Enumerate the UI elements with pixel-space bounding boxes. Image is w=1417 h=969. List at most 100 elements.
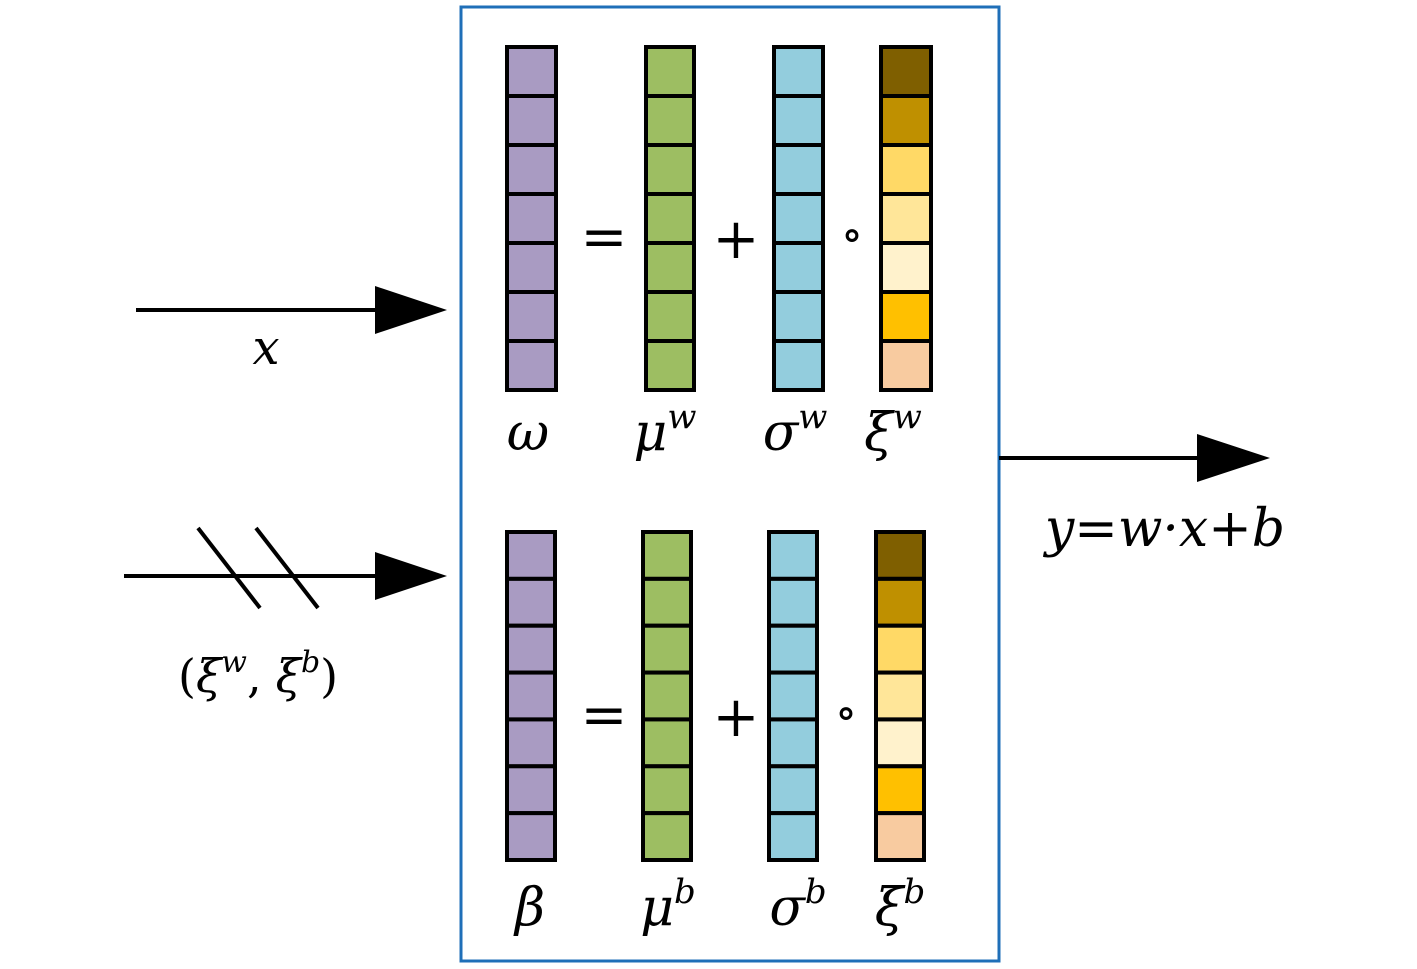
noise-vector-cell — [879, 192, 933, 245]
noise-vector-cell — [874, 811, 926, 863]
weight-vector-cell — [505, 45, 558, 98]
superscript: w — [798, 397, 827, 437]
break-slash-icon-1 — [196, 526, 262, 610]
weight-vector-label: β — [513, 878, 545, 938]
mean-vector-cell — [644, 94, 696, 147]
superscript: w — [893, 397, 922, 437]
output-label: y=w·x+b — [1043, 499, 1285, 559]
mean-vector-cell — [641, 764, 693, 816]
std-vector-cell — [767, 717, 819, 769]
bias-row: β μb σb ξb = + ∘ — [505, 530, 926, 938]
equals-operator: = — [581, 683, 628, 748]
std-vector-cell — [772, 45, 825, 98]
mean-vector-cell — [641, 670, 693, 722]
xi-w-symbol: ξ — [196, 649, 224, 703]
mean-vector-label: μb — [640, 872, 696, 938]
mean-vector-cell — [641, 623, 693, 675]
weight-vector-cell — [505, 623, 557, 675]
noise-vector-cell — [879, 241, 933, 294]
weight-vector-cell — [505, 764, 557, 816]
symbol: μ — [634, 403, 668, 463]
output-arrowhead-icon — [1197, 434, 1270, 482]
hadamard-operator: ∘ — [841, 207, 864, 261]
input-x-arrow — [136, 286, 447, 334]
input-noise-arrowhead-icon — [375, 552, 447, 600]
mean-vector-label: μw — [634, 397, 697, 463]
xi-b-column: ξb — [874, 530, 926, 938]
superscript: b — [903, 872, 925, 912]
noise-vector-label: ξb — [875, 872, 925, 938]
noise-vector-cell — [879, 143, 933, 196]
noise-vector-cell — [874, 764, 926, 816]
std-vector-cell — [767, 623, 819, 675]
input-x-arrowhead-icon — [375, 286, 447, 334]
noise-vector-cell — [874, 530, 926, 581]
weight-vector-cell — [505, 290, 558, 343]
plus-operator: + — [713, 207, 760, 272]
std-vector-label: σb — [769, 872, 826, 938]
mean-vector-cell — [644, 339, 696, 392]
weight-vector-cell — [505, 670, 557, 722]
noise-vector-cell — [879, 339, 933, 392]
noise-vector-cell — [874, 623, 926, 675]
weight-row: ω μw σw ξw = + ∘ — [505, 45, 933, 463]
mu-w-column: μw — [634, 45, 697, 463]
superscript: b — [674, 872, 696, 912]
superscript: w — [667, 397, 696, 437]
xi-b-symbol: ξ — [276, 649, 304, 703]
input-x-label: x — [252, 320, 279, 376]
mean-vector-cell — [644, 45, 696, 98]
weight-vector-cell — [505, 192, 558, 245]
weight-vector-cell — [505, 576, 557, 628]
paren-close: ) — [320, 649, 338, 703]
mean-vector-cell — [641, 811, 693, 863]
std-vector-label: σw — [763, 397, 828, 463]
noise-vector-cell — [874, 576, 926, 628]
std-vector-cell — [772, 241, 825, 294]
symbol: σ — [763, 403, 800, 463]
noise-vector-cell — [879, 290, 933, 343]
input-noise-label: (ξw,ξb) — [178, 645, 338, 703]
beta-column: β — [505, 530, 557, 938]
sigma-w-column: σw — [763, 45, 828, 463]
std-vector-cell — [772, 192, 825, 245]
weight-vector-cell — [505, 717, 557, 769]
hadamard-operator: ∘ — [835, 685, 858, 739]
symbol: μ — [640, 878, 674, 938]
weight-vector-cell — [505, 241, 558, 294]
noise-vector-cell — [874, 717, 926, 769]
xi-b-superscript: b — [301, 645, 320, 680]
layer-frame — [459, 5, 1001, 963]
std-vector-cell — [772, 143, 825, 196]
xi-w-column: ξw — [864, 45, 933, 463]
noise-vector-label: ξw — [864, 397, 922, 463]
symbol: ω — [507, 403, 549, 463]
mu-b-column: μb — [640, 530, 696, 938]
noise-vector-cell — [874, 670, 926, 722]
mean-vector-cell — [644, 290, 696, 343]
symbol: σ — [769, 878, 806, 938]
weight-vector-label: ω — [507, 403, 549, 463]
xi-w-superscript: w — [221, 645, 247, 680]
output-arrow — [999, 434, 1270, 482]
break-slash-icon-2 — [254, 526, 320, 610]
weight-vector-cell — [505, 94, 558, 147]
std-vector-cell — [767, 811, 819, 863]
weight-vector-cell — [505, 339, 558, 392]
mean-vector-cell — [641, 576, 693, 628]
superscript: b — [805, 872, 827, 912]
plus-operator: + — [713, 685, 760, 750]
noise-vector-cell — [879, 94, 933, 147]
sigma-b-column: σb — [767, 530, 827, 938]
noise-vector-cell — [879, 45, 933, 98]
omega-column: ω — [505, 45, 558, 463]
mean-vector-cell — [641, 530, 693, 581]
symbol: ξ — [875, 878, 906, 938]
std-vector-cell — [772, 94, 825, 147]
std-vector-cell — [772, 339, 825, 392]
weight-vector-cell — [505, 530, 557, 581]
weight-vector-cell — [505, 143, 558, 196]
std-vector-cell — [767, 670, 819, 722]
mean-vector-cell — [644, 143, 696, 196]
